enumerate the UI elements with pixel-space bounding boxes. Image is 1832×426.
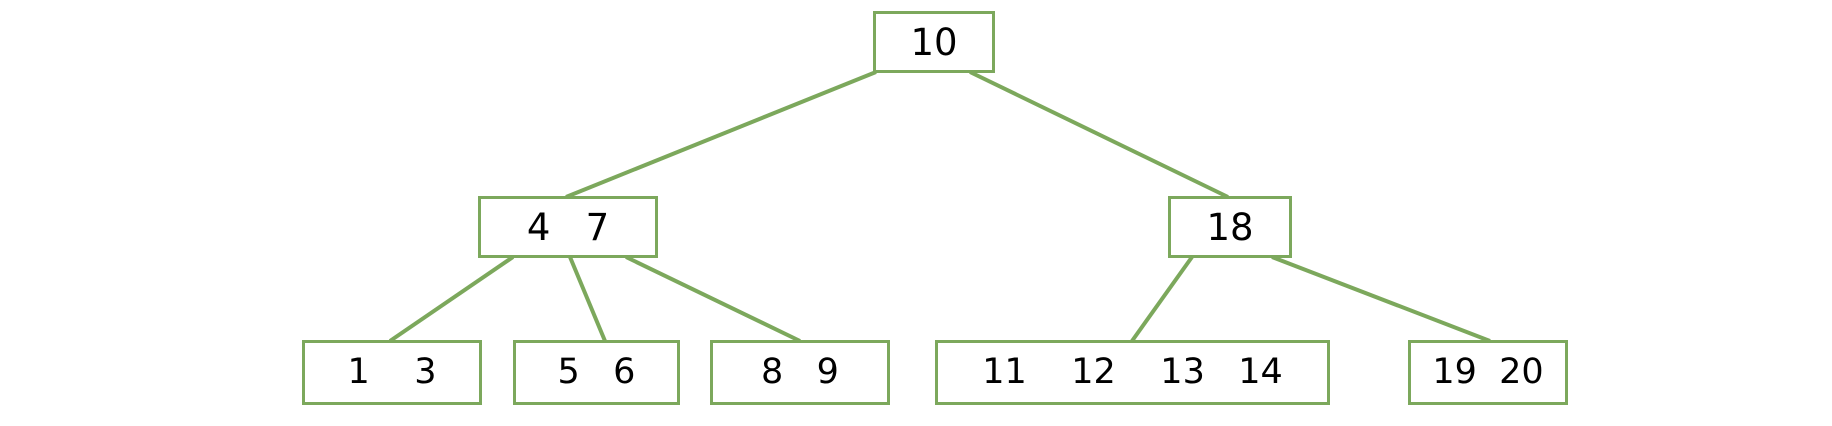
btree-node-label: 10 — [910, 20, 958, 64]
btree-node-internal-left[interactable]: 4 7 — [478, 196, 658, 258]
btree-node-leaf-1[interactable]: 1 3 — [302, 340, 482, 405]
btree-node-leaf-2[interactable]: 5 6 — [513, 340, 680, 405]
tree-edge — [568, 256, 607, 342]
btree-node-leaf-3[interactable]: 8 9 — [710, 340, 890, 405]
btree-node-label: 18 — [1206, 205, 1254, 249]
btree-node-leaf-4[interactable]: 11 12 13 14 — [935, 340, 1330, 405]
tree-edge — [565, 70, 877, 199]
tree-edge — [1130, 255, 1194, 343]
btree-node-root[interactable]: 10 — [873, 11, 995, 73]
tree-edge — [625, 255, 801, 343]
btree-node-label: 11 12 13 14 — [982, 352, 1283, 392]
btree-node-label: 8 9 — [761, 352, 839, 392]
btree-node-label: 5 6 — [557, 352, 636, 392]
tree-edge — [388, 255, 515, 343]
tree-edge — [969, 70, 1229, 199]
btree-node-internal-right[interactable]: 18 — [1168, 196, 1292, 258]
tree-edge — [1271, 255, 1491, 343]
btree-node-label: 4 7 — [526, 205, 610, 249]
btree-node-label: 1 3 — [347, 352, 437, 392]
btree-node-label: 19 20 — [1432, 352, 1544, 392]
btree-node-leaf-5[interactable]: 19 20 — [1408, 340, 1568, 405]
